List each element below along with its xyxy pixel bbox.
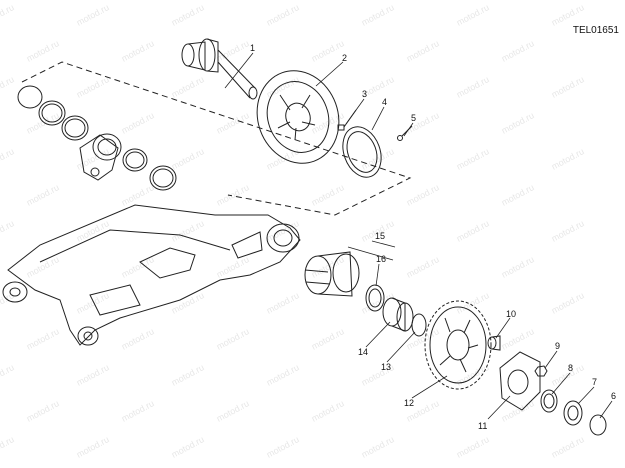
- part-11-sprocket-flange: [499, 351, 541, 411]
- callout-15: 15: [375, 231, 386, 241]
- part-14-spacer: [382, 297, 414, 332]
- leader-lines: [224, 52, 613, 420]
- part-4-tone-ring: [342, 126, 382, 178]
- callout-10: 10: [506, 309, 517, 319]
- callout-12: 12: [404, 398, 415, 408]
- callout-16: 16: [376, 254, 387, 264]
- part-13-circlip: [411, 313, 427, 337]
- part-1-hub: [181, 38, 258, 100]
- callout-9: 9: [555, 341, 561, 351]
- part-9-nut: [534, 365, 548, 377]
- left-rings: [17, 85, 177, 191]
- callout-13: 13: [381, 362, 392, 372]
- part-7-axle-nut: [563, 400, 583, 426]
- part-6-cap: [589, 414, 607, 436]
- callout-6: 6: [611, 391, 617, 401]
- part-15-sprocket-carrier: [304, 251, 360, 297]
- callout-1: 1: [250, 43, 256, 53]
- callout-11: 11: [478, 421, 488, 431]
- part-2-brake-disc: [256, 70, 340, 164]
- part-16-bearing: [365, 284, 385, 312]
- callout-3: 3: [362, 89, 368, 99]
- part-12-sprocket: [424, 300, 492, 390]
- callout-8: 8: [568, 363, 574, 373]
- callout-2: 2: [342, 53, 348, 63]
- part-10-stud: [487, 335, 501, 351]
- callout-5: 5: [411, 113, 417, 123]
- swingarm: [2, 204, 301, 346]
- callout-7: 7: [592, 377, 598, 387]
- dashed-subassembly-outline: [21, 61, 412, 216]
- callout-4: 4: [382, 97, 388, 107]
- part-8-washer: [540, 389, 558, 413]
- diagram-code: TEL01651: [572, 25, 619, 36]
- callout-14: 14: [358, 347, 369, 357]
